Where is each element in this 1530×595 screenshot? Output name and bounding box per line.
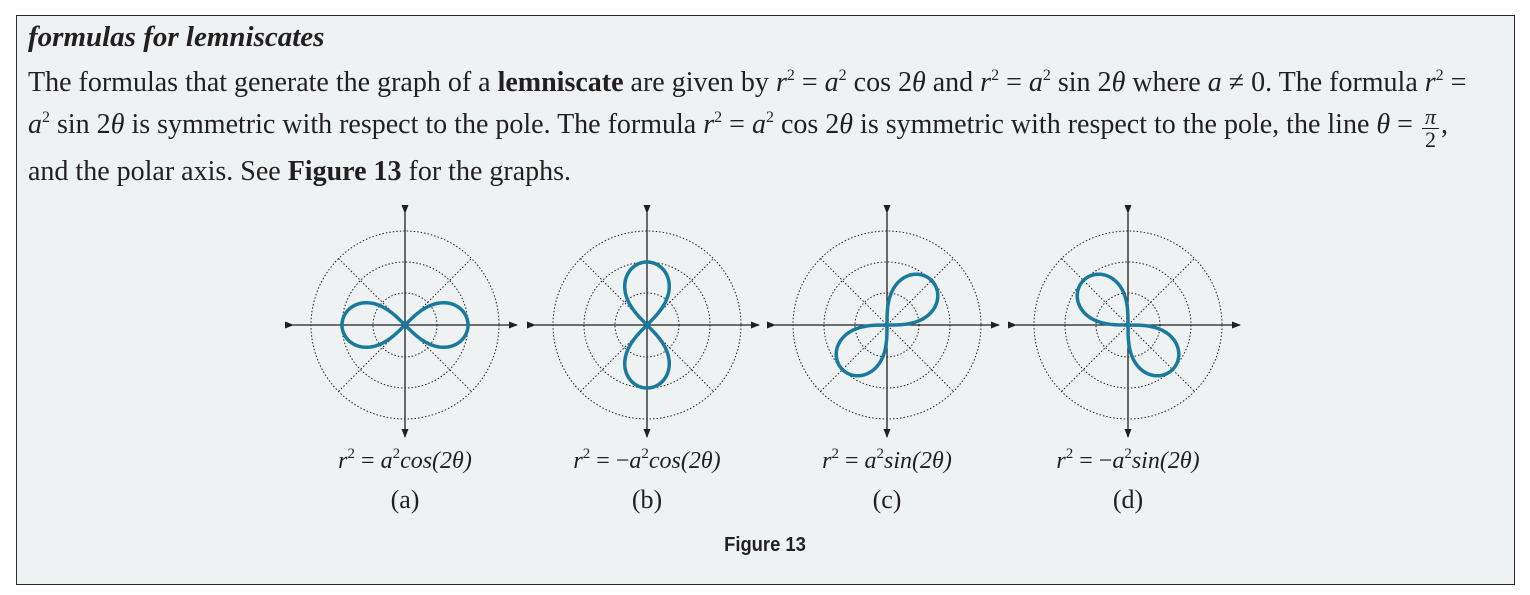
graph-equation: r2 = −a2sin(2θ)	[1056, 446, 1200, 475]
graph-sublabel: (c)	[872, 485, 902, 514]
graph-sublabel: (b)	[631, 485, 663, 514]
callout-box	[16, 15, 1515, 585]
graph-equation: r2 = a2sin(2θ)	[822, 446, 952, 475]
term-lemniscate: lemniscate	[497, 67, 624, 98]
graph-sublabel: (a)	[390, 485, 420, 514]
figure-label: Figure 13	[724, 534, 806, 556]
lemniscate-curve	[340, 300, 470, 350]
figure-reference: Figure 13	[287, 156, 402, 187]
graph-equation: r2 = −a2cos(2θ)	[573, 446, 721, 475]
lemniscate-curve	[1075, 272, 1181, 378]
graph-equation: r2 = a2cos(2θ)	[338, 446, 472, 475]
definition-paragraph: The formulas that generate the graph of …	[28, 67, 1467, 187]
lemniscate-curve	[622, 260, 672, 390]
graph-sublabel: (d)	[1112, 485, 1144, 514]
section-heading: formulas for lemniscates	[28, 21, 325, 53]
lemniscate-curve	[834, 272, 940, 378]
